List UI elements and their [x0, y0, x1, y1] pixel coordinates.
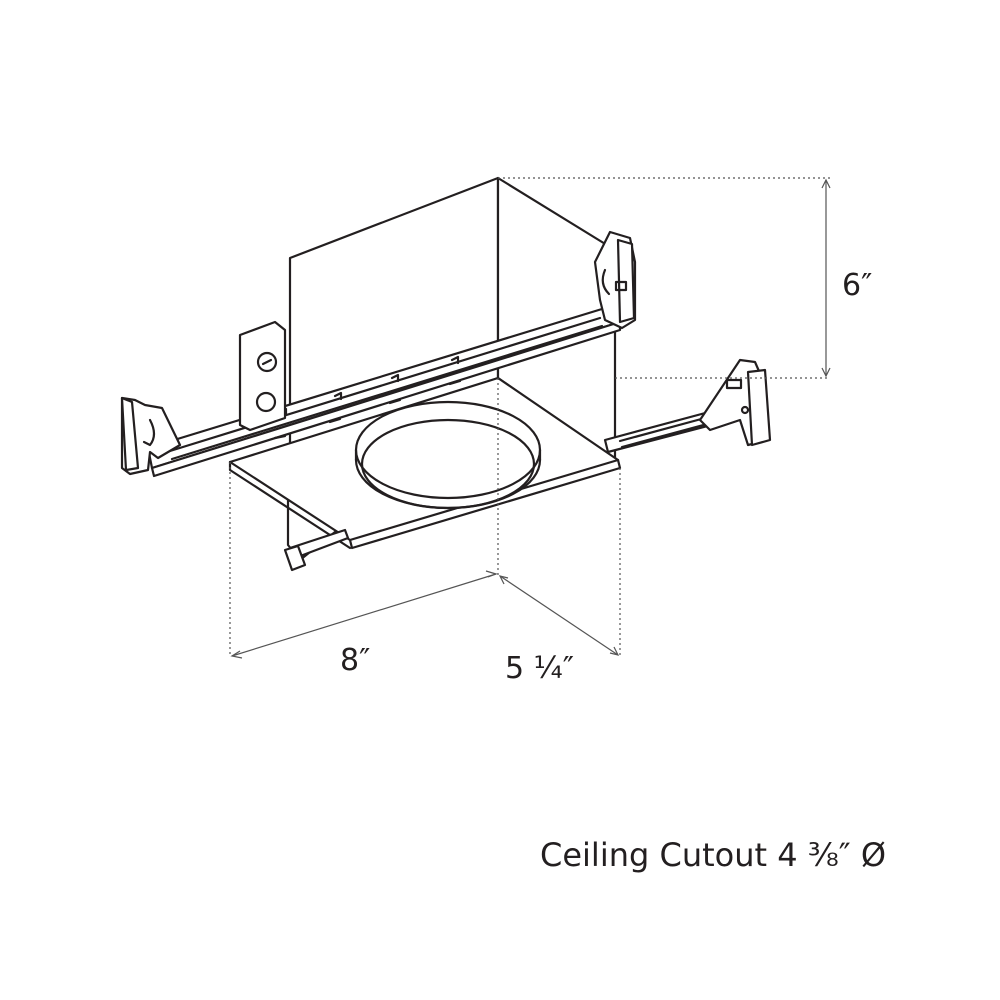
height-dimension: 6″: [498, 177, 872, 379]
width-dimension: 5 ¼″: [498, 468, 621, 686]
left-junction-bracket: [238, 320, 287, 432]
width-label: 5 ¼″: [505, 651, 574, 686]
length-dimension: 8″: [229, 378, 499, 678]
right-front-hanger-bracket: [593, 230, 637, 330]
length-dimension-line: [231, 573, 497, 657]
length-label: 8″: [340, 643, 370, 678]
knockout-icon-2: [255, 391, 277, 413]
knockout-icon: [256, 351, 278, 373]
height-label: 6″: [842, 268, 872, 303]
aperture-trim-ring: [354, 400, 542, 510]
width-dimension-line: [499, 575, 619, 656]
ceiling-cutout-caption: Ceiling Cutout 4 ⅜″ Ø: [540, 836, 886, 874]
left-hanger-bracket: [120, 396, 182, 476]
lower-left-clip: [283, 528, 350, 572]
back-rail: [603, 358, 772, 454]
